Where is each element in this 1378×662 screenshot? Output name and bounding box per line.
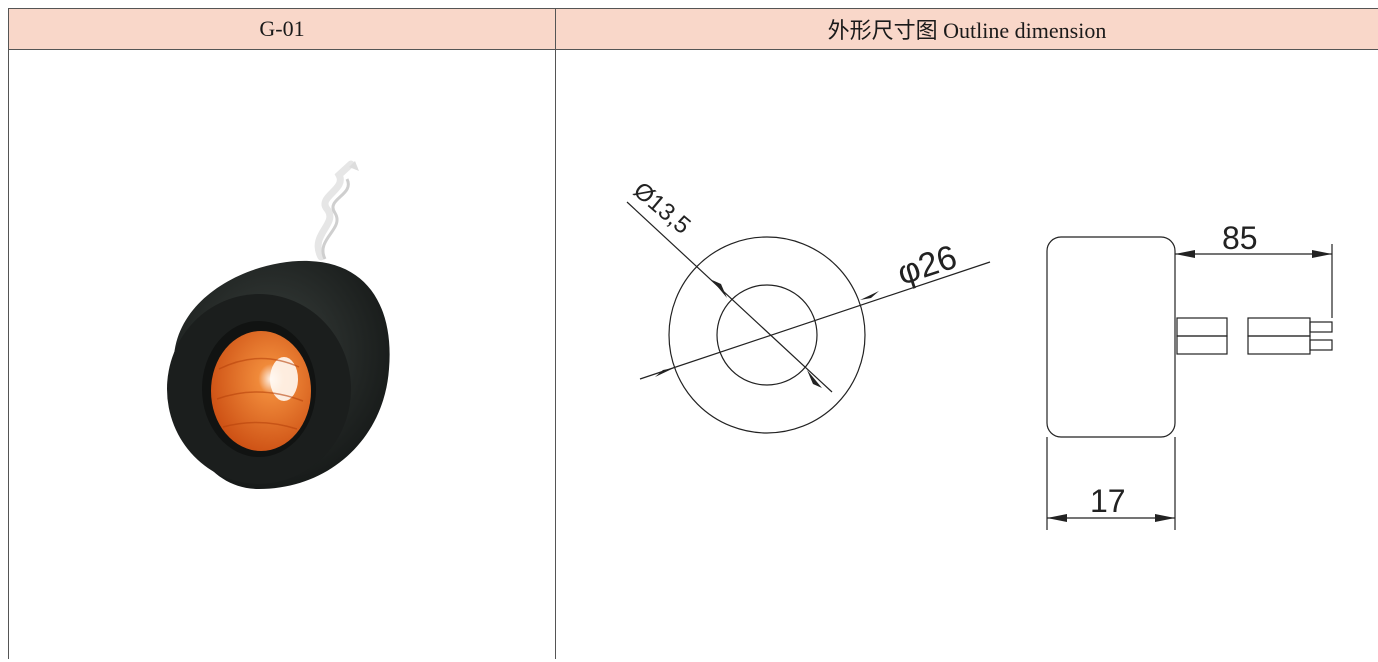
core-body [167, 260, 390, 489]
pin-bottom [1309, 339, 1333, 351]
thickness-label: 17 [1090, 483, 1126, 519]
outline-dimension-title: 外形尺寸图 Outline dimension [827, 18, 1107, 43]
dimension-arrows [655, 250, 1332, 522]
terminal-left-bottom [1176, 335, 1228, 355]
outline-dimension-drawing: Ø13,5 φ26 85 17 [626, 177, 1333, 530]
inner-diameter-label: Ø13,5 [628, 177, 695, 240]
spec-table: G-01 外形尺寸图 Outline dimension [8, 8, 1378, 659]
terminal-right-bottom [1247, 335, 1311, 355]
current-transformer-photo [167, 160, 390, 489]
outline-header-cell: 外形尺寸图 Outline dimension [555, 8, 1378, 50]
outer-diameter-label: φ26 [893, 238, 962, 293]
outline-drawing-cell: Ø13,5 φ26 85 17 [555, 49, 1378, 659]
model-number: G-01 [259, 16, 305, 41]
terminal-right-top [1247, 317, 1311, 337]
model-header-cell: G-01 [8, 8, 556, 50]
product-photo-cell [8, 49, 556, 659]
outer-ring [668, 236, 866, 434]
lead-wire [314, 160, 359, 261]
inner-ring [716, 284, 818, 386]
inner-diameter-leader [626, 201, 833, 393]
terminal-left-top [1176, 317, 1228, 337]
lead-length-label: 85 [1222, 220, 1258, 256]
pin-top [1309, 321, 1333, 333]
outer-diameter-leader [639, 261, 991, 380]
core-winding [211, 331, 311, 451]
side-view-body [1046, 236, 1176, 438]
